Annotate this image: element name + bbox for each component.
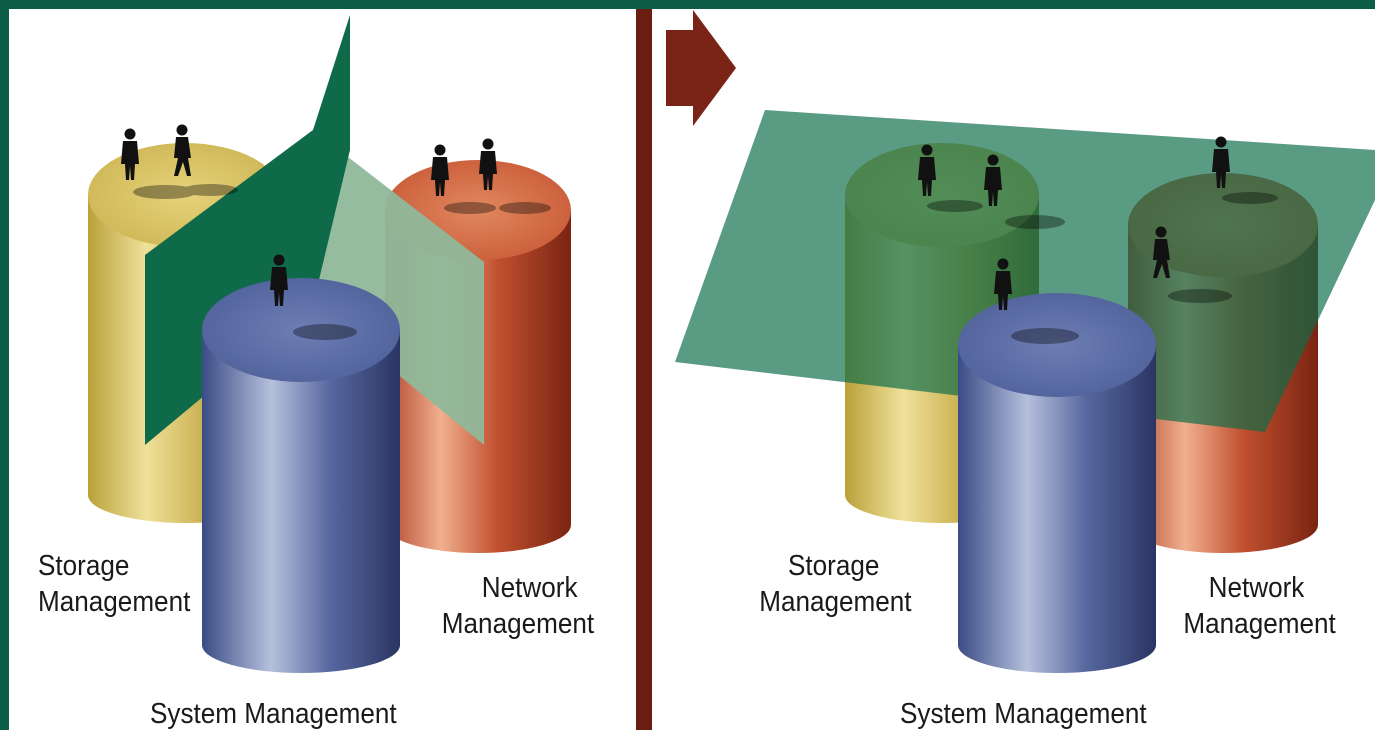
network-label-line1: Network — [481, 572, 578, 604]
network-label-line2: Management — [1183, 608, 1336, 640]
panel-divider — [636, 9, 652, 730]
network-management-label-right: Network Management — [1183, 570, 1335, 642]
network-label-line1: Network — [1208, 572, 1305, 604]
network-label-line2: Management — [441, 608, 595, 640]
frame-top — [0, 0, 1375, 9]
right-panel — [675, 110, 1375, 673]
system-label: System Management — [900, 698, 1147, 730]
silo-plane-light — [313, 130, 484, 445]
storage-management-label-left: Storage Management — [38, 548, 190, 620]
system-management-label-right: System Management — [900, 696, 1147, 732]
system-cylinder-left — [202, 278, 400, 673]
storage-label-line1: Storage — [38, 550, 130, 582]
network-management-label-left: Network Management — [442, 570, 594, 642]
silo-plane-dark — [145, 130, 313, 445]
storage-label-line1: Storage — [788, 550, 880, 582]
shared-management-plane — [675, 110, 1375, 432]
storage-management-label-right: Storage Management — [759, 548, 911, 620]
storage-label-line2: Management — [38, 586, 191, 618]
system-label: System Management — [150, 698, 397, 730]
system-management-label-left: System Management — [150, 696, 397, 732]
silo-plane-vertical — [313, 15, 350, 305]
left-panel — [88, 15, 571, 673]
right-arrow-icon — [666, 10, 736, 126]
storage-label-line2: Management — [759, 586, 912, 618]
system-cylinder-right — [958, 293, 1156, 673]
frame-left — [0, 0, 9, 730]
